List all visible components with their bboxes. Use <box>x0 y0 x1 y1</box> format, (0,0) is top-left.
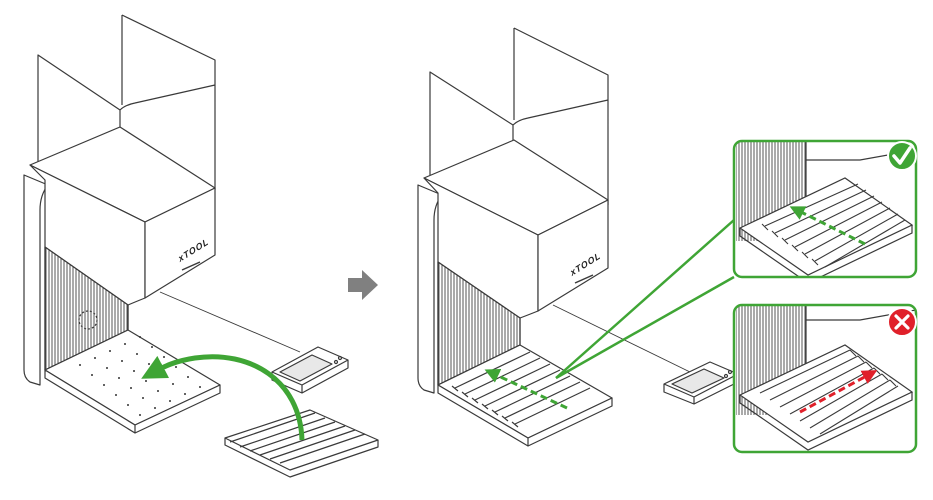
lid-glass-right <box>429 27 609 205</box>
controller-right <box>663 361 739 405</box>
callout-lines <box>555 219 735 380</box>
cross-icon <box>887 307 917 337</box>
machine-right: xTOOL <box>417 27 739 447</box>
machine-left: xTOOL <box>23 14 379 478</box>
right-arrow-icon <box>348 270 378 300</box>
controller-left <box>271 346 349 394</box>
place-tray-arrow <box>141 354 305 441</box>
lid-glass-left <box>37 14 216 190</box>
inset-correct <box>732 139 918 279</box>
inset-correct-frame <box>732 139 918 279</box>
direction-arrow-installed <box>484 369 568 410</box>
inset-incorrect-frame <box>732 303 918 454</box>
check-icon <box>887 141 917 171</box>
inset-incorrect <box>732 303 918 454</box>
